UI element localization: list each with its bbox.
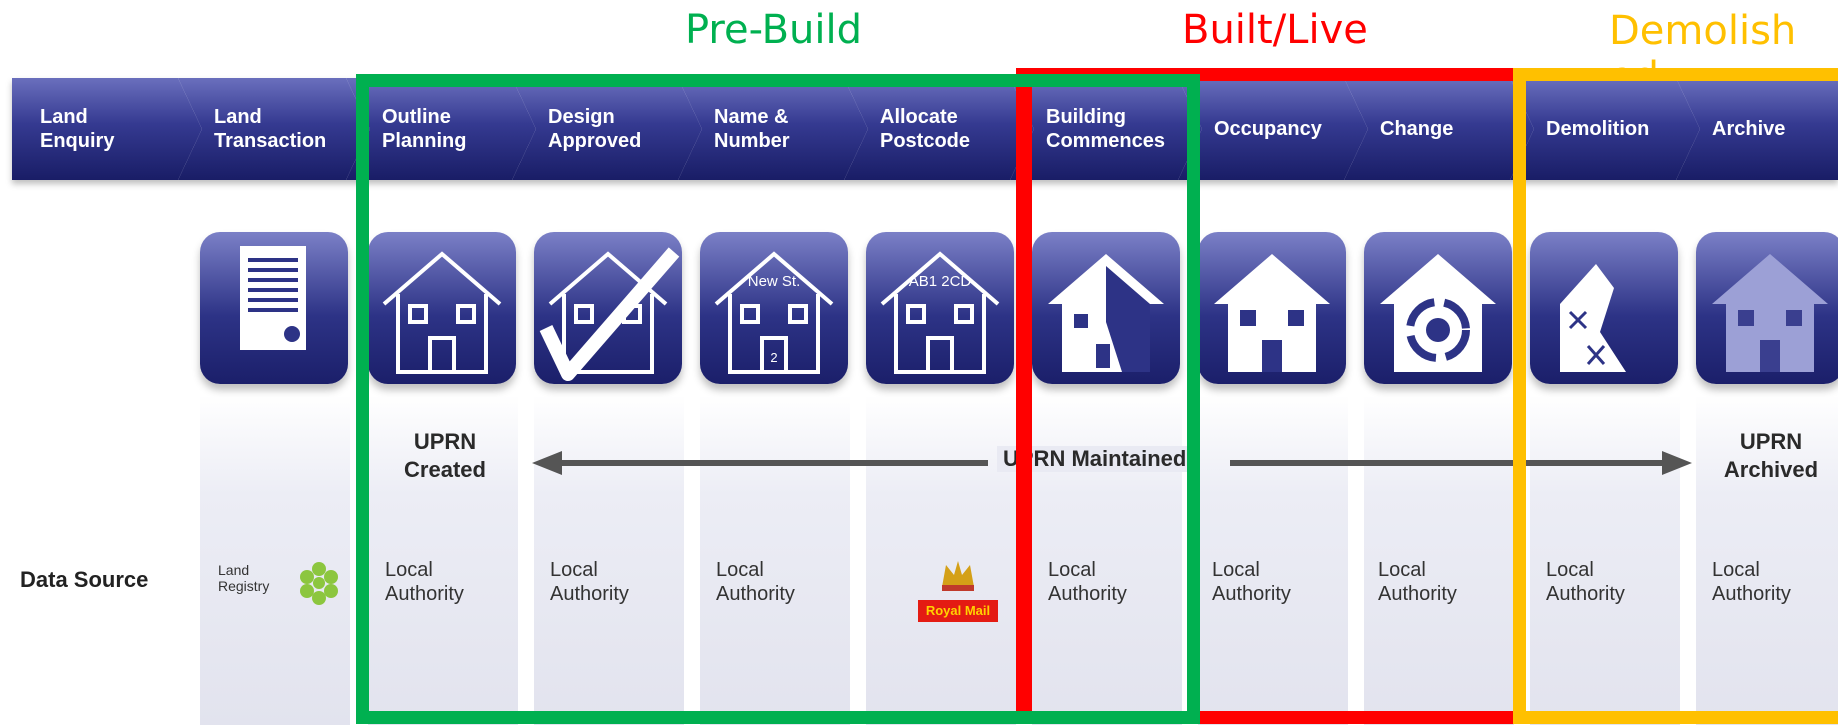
column-allocate-postcode bbox=[866, 395, 1016, 725]
column-name-number bbox=[700, 395, 850, 725]
pre-build-phase-frame bbox=[356, 74, 1200, 724]
house-checkmark-icon bbox=[534, 232, 682, 384]
house-postcode-icon: AB1 2CD bbox=[866, 232, 1014, 384]
royal-mail-logo: Royal Mail bbox=[918, 555, 998, 633]
demolished-phase-frame bbox=[1513, 68, 1838, 724]
column-occupancy bbox=[1198, 395, 1348, 725]
street-name-text: New St. bbox=[748, 273, 801, 290]
certificate-icon bbox=[200, 232, 348, 384]
royal-mail-text: Royal Mail bbox=[918, 600, 998, 622]
column-design-approved bbox=[534, 395, 684, 725]
stage-label: Land Transaction bbox=[214, 106, 327, 152]
svg-text:2: 2 bbox=[770, 350, 777, 365]
arrow-left-head-icon bbox=[532, 451, 562, 475]
house-demolition-icon bbox=[1530, 232, 1678, 384]
stage-label: Demolition bbox=[1546, 118, 1650, 140]
pre-build-phase-label: Pre-Build bbox=[685, 7, 863, 53]
land-registry-logo-icon bbox=[300, 562, 338, 605]
house-under-construction-icon bbox=[1032, 232, 1180, 384]
postcode-text: AB1 2CD bbox=[909, 273, 972, 290]
column-change bbox=[1364, 395, 1514, 725]
column-demolition bbox=[1530, 395, 1680, 725]
stage-label: Design Approved bbox=[548, 106, 642, 152]
data-source-demolition: Local Authority bbox=[1546, 559, 1625, 605]
column-land-transaction bbox=[200, 395, 350, 725]
stage-allocate-postcode: Allocate Postcode bbox=[844, 78, 1034, 180]
house-change-cycle-icon bbox=[1364, 232, 1512, 384]
column-outline-planning bbox=[368, 395, 518, 725]
stage-label: Outline Planning bbox=[382, 106, 467, 152]
data-source-archive: Local Authority bbox=[1712, 559, 1791, 605]
stage-name-number: Name & Number bbox=[678, 78, 868, 180]
house-occupied-icon bbox=[1198, 232, 1346, 384]
stage-change: Change bbox=[1344, 78, 1534, 180]
column-archive bbox=[1696, 395, 1838, 725]
house-street-name-icon: New St. 2 bbox=[700, 232, 848, 384]
stage-land-enquiry: Land Enquiry bbox=[12, 78, 202, 180]
arrow-right-head-icon bbox=[1662, 451, 1692, 475]
uprn-created-label: UPRN Created bbox=[404, 429, 486, 482]
stage-label: Change bbox=[1380, 118, 1454, 140]
stage-land-transaction: Land Transaction bbox=[178, 78, 370, 180]
stage-label: Archive bbox=[1712, 118, 1786, 140]
data-source-change: Local Authority bbox=[1378, 559, 1457, 605]
stage-outline-planning: Outline Planning bbox=[346, 78, 536, 180]
stage-design-approved: Design Approved bbox=[512, 78, 702, 180]
stage-building-commences: Building Commences bbox=[1010, 78, 1202, 180]
crown-icon bbox=[942, 561, 974, 591]
stage-demolition: Demolition bbox=[1510, 78, 1700, 180]
house-archived-icon bbox=[1696, 232, 1838, 384]
house-outline-icon bbox=[368, 232, 516, 384]
stage-occupancy: Occupancy bbox=[1178, 78, 1368, 180]
data-source-name-number: Local Authority bbox=[716, 559, 795, 605]
uprn-arrow-left bbox=[548, 460, 988, 466]
stage-label: Land Enquiry bbox=[40, 106, 115, 152]
data-source-outline-planning: Local Authority bbox=[385, 559, 464, 605]
data-source-label: Data Source bbox=[20, 567, 149, 592]
stage-label: Name & Number bbox=[714, 106, 790, 152]
land-registry-text: Land Registry bbox=[218, 562, 270, 594]
data-source-building-commences: Local Authority bbox=[1048, 559, 1127, 605]
stage-label: Occupancy bbox=[1214, 118, 1322, 140]
lifecycle-stage-banner: Land Enquiry Land Transaction Outline Pl… bbox=[12, 78, 1838, 180]
data-source-occupancy: Local Authority bbox=[1212, 559, 1291, 605]
uprn-arrow-right bbox=[1230, 460, 1670, 466]
uprn-archived-label: UPRN Archived bbox=[1723, 429, 1819, 482]
stage-archive: Archive bbox=[1676, 78, 1838, 180]
stage-label: Building Commences bbox=[1046, 106, 1165, 152]
data-source-design-approved: Local Authority bbox=[550, 559, 629, 605]
stage-label: Allocate Postcode bbox=[880, 106, 971, 152]
built-live-phase-label: Built/Live bbox=[1182, 7, 1368, 53]
